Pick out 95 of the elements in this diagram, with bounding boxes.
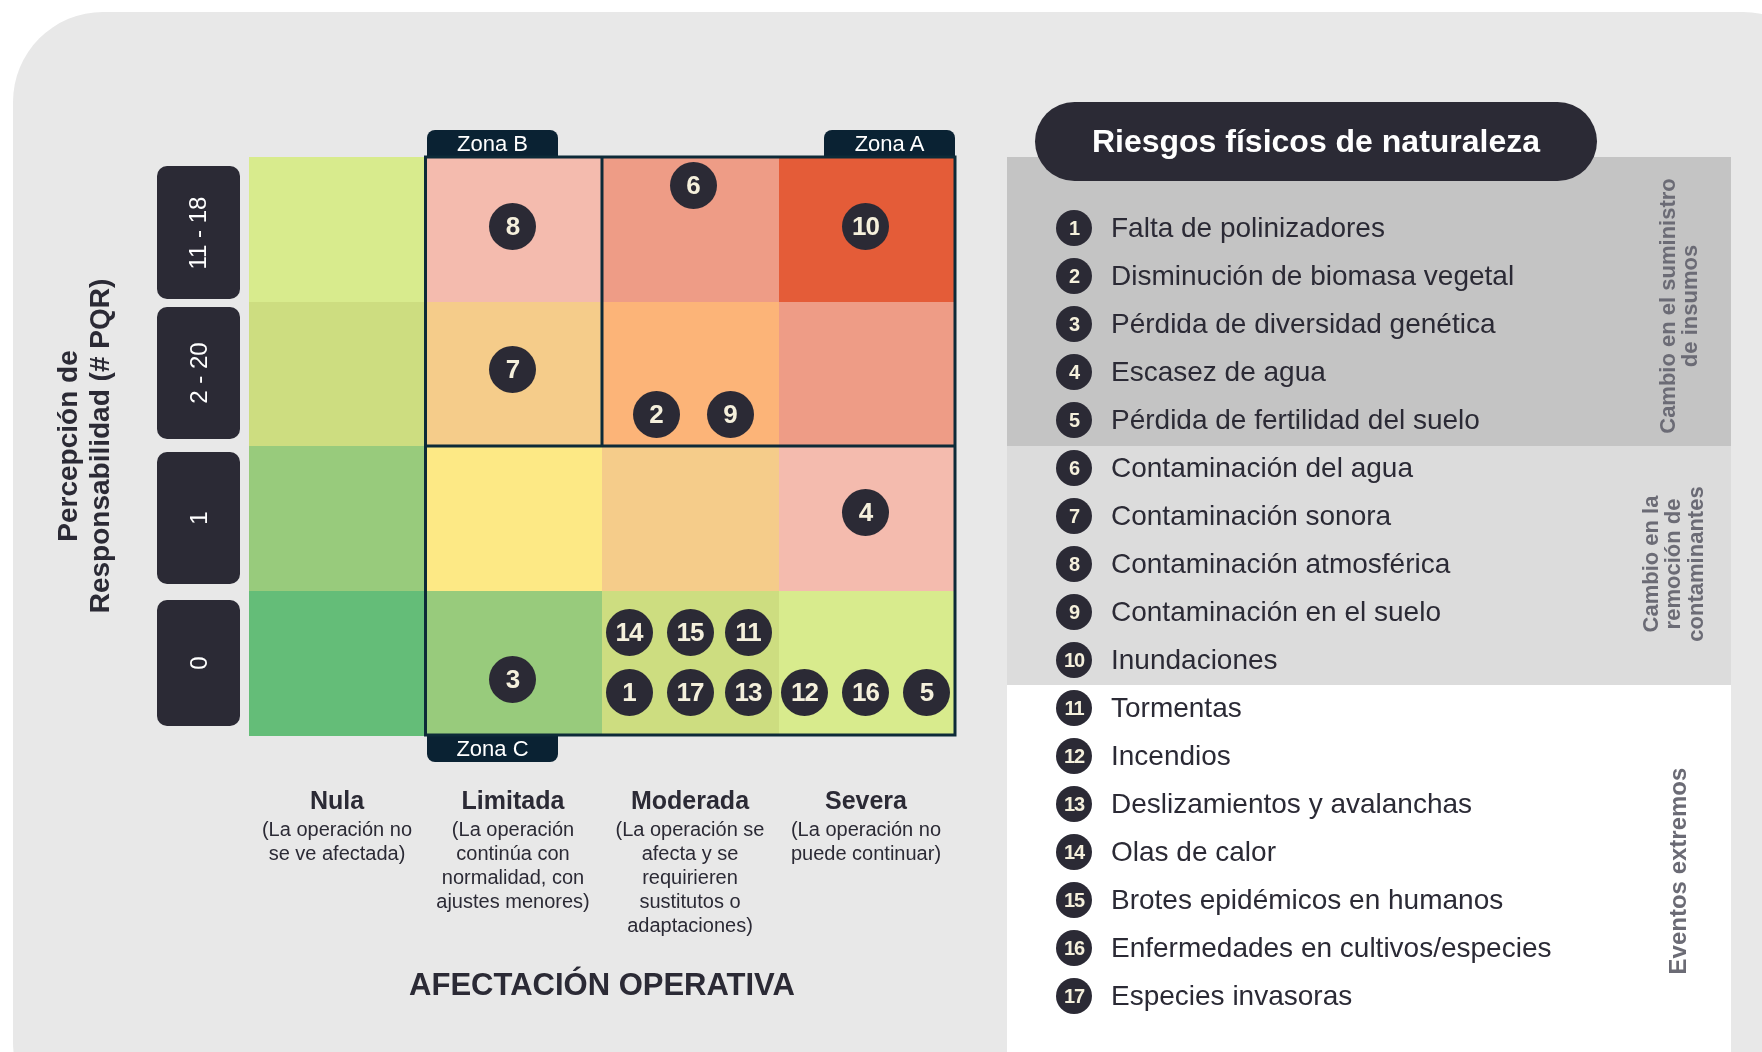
axis-title: AFECTACIÓN OPERATIVA: [409, 967, 795, 1003]
risk-name: Pérdida de diversidad genética: [1111, 308, 1496, 340]
row-label: 11 - 18: [184, 196, 213, 269]
matrix-cell: [778, 590, 956, 736]
risk-number-marker: 3: [1056, 306, 1092, 342]
risk-name: Pérdida de fertilidad del suelo: [1111, 404, 1480, 436]
risk-number-marker: 7: [1056, 498, 1092, 534]
risk-number-marker: 2: [1056, 258, 1092, 294]
risk-number-marker: 8: [489, 202, 536, 250]
risk-number-marker: 13: [724, 669, 772, 716]
risk-number-marker: 11: [724, 609, 772, 656]
risk-number-marker: 10: [842, 202, 889, 250]
matrix-cell: [778, 157, 956, 302]
category-label: Cambio en la remoción de contaminantes: [1640, 485, 1708, 644]
risk-name: Tormentas: [1111, 692, 1242, 724]
risk-number-marker: 15: [666, 609, 714, 656]
risk-name: Brotes epidémicos en humanos: [1111, 884, 1504, 916]
risk-name: Falta de polinizadores: [1111, 212, 1385, 244]
matrix-cell: [602, 446, 779, 591]
row-label-box: [157, 600, 240, 726]
column-description: (La operación se afecta y se requirieren sustitutos o adaptaciones): [614, 817, 766, 937]
column-description: (La operación continúa con normalidad, con ajustes menores): [435, 817, 591, 913]
risk-number-marker: 12: [781, 669, 828, 716]
risk-number-marker: 14: [605, 609, 653, 656]
category-label: Eventos extremos: [1665, 766, 1691, 977]
column-heading: Moderada: [630, 786, 750, 815]
category-band: [1007, 446, 1731, 685]
zone-tab: Zona A: [824, 130, 955, 157]
row-label-box: [157, 307, 240, 439]
risk-number-marker: 15: [1056, 882, 1092, 918]
panel-title: Riesgos físicos de naturaleza: [1035, 102, 1597, 181]
matrix-cell: [249, 446, 426, 591]
matrix-cell: [778, 301, 956, 447]
column-heading: Severa: [825, 786, 907, 815]
risk-name: Contaminación atmosférica: [1111, 548, 1451, 580]
matrix-cell: [249, 590, 426, 736]
risk-number-marker: 10: [1056, 642, 1092, 678]
risk-number-marker: 14: [1056, 834, 1092, 870]
risk-number-marker: 17: [1056, 978, 1092, 1014]
risk-number-marker: 5: [1056, 402, 1092, 438]
matrix-cell: [425, 157, 603, 302]
risk-name: Deslizamientos y avalanchas: [1111, 788, 1473, 820]
risk-number-marker: 16: [1056, 930, 1092, 966]
risk-number-marker: 11: [1056, 690, 1092, 726]
risk-number-marker: 1: [605, 669, 653, 716]
matrix-cell: [249, 301, 426, 447]
axis-title: Percepción de Responsabilidad (# PQR): [51, 277, 116, 616]
zone-tab: Zona C: [427, 735, 558, 762]
matrix-cell: [425, 301, 603, 447]
matrix-cell: [425, 590, 603, 736]
risk-name: Incendios: [1111, 740, 1231, 772]
row-label-box: [157, 452, 240, 584]
risk-number-marker: 9: [706, 391, 754, 438]
risk-name: Olas de calor: [1111, 836, 1276, 868]
row-label-box: [157, 166, 240, 299]
risk-number-marker: 5: [903, 669, 950, 716]
risk-number-marker: 17: [666, 669, 714, 716]
risk-number-marker: 3: [489, 656, 536, 703]
zone-tab: Zona B: [427, 130, 558, 157]
risk-number-marker: 1: [1056, 210, 1092, 246]
risk-name: Especies invasoras: [1111, 980, 1353, 1012]
risk-number-marker: 8: [1056, 546, 1092, 582]
column-heading: Nula: [309, 786, 365, 815]
risk-name: Inundaciones: [1111, 644, 1278, 676]
row-label: 1: [184, 511, 213, 525]
risk-name: Contaminación sonora: [1111, 500, 1392, 532]
risk-name: Disminución de biomasa vegetal: [1111, 260, 1515, 292]
row-label: 0: [184, 656, 213, 670]
matrix-cell: [602, 157, 779, 302]
matrix-cell: [602, 301, 779, 447]
matrix-cell: [602, 590, 779, 736]
risk-name: Contaminación del agua: [1111, 452, 1413, 484]
column-description: (La operación no puede continuar): [789, 817, 943, 865]
risk-number-marker: 6: [669, 161, 717, 209]
risk-name: Escasez de agua: [1111, 356, 1326, 388]
column-heading: Limitada: [461, 786, 565, 815]
risk-name: Contaminación en el suelo: [1111, 596, 1441, 628]
category-band: [1007, 685, 1731, 1052]
risk-number-marker: 4: [1056, 354, 1092, 390]
category-label: Cambio en el suministro de insumos: [1656, 177, 1702, 436]
risk-number-marker: 2: [632, 391, 680, 438]
matrix-cell: [778, 446, 956, 591]
risk-number-marker: 13: [1056, 786, 1092, 822]
risk-name: Enfermedades en cultivos/especies: [1111, 932, 1552, 964]
risk-number-marker: 6: [1056, 450, 1092, 486]
risk-number-marker: 12: [1056, 738, 1092, 774]
risk-number-marker: 7: [489, 346, 536, 393]
matrix-cell: [425, 446, 603, 591]
row-label: 2 - 20: [184, 342, 213, 404]
column-description: (La operación no se ve afectada): [260, 817, 414, 865]
category-band: [1007, 157, 1731, 446]
matrix-cell: [249, 157, 426, 302]
risk-number-marker: 4: [842, 488, 889, 536]
risk-number-marker: 9: [1056, 594, 1092, 630]
risk-number-marker: 16: [842, 669, 889, 716]
